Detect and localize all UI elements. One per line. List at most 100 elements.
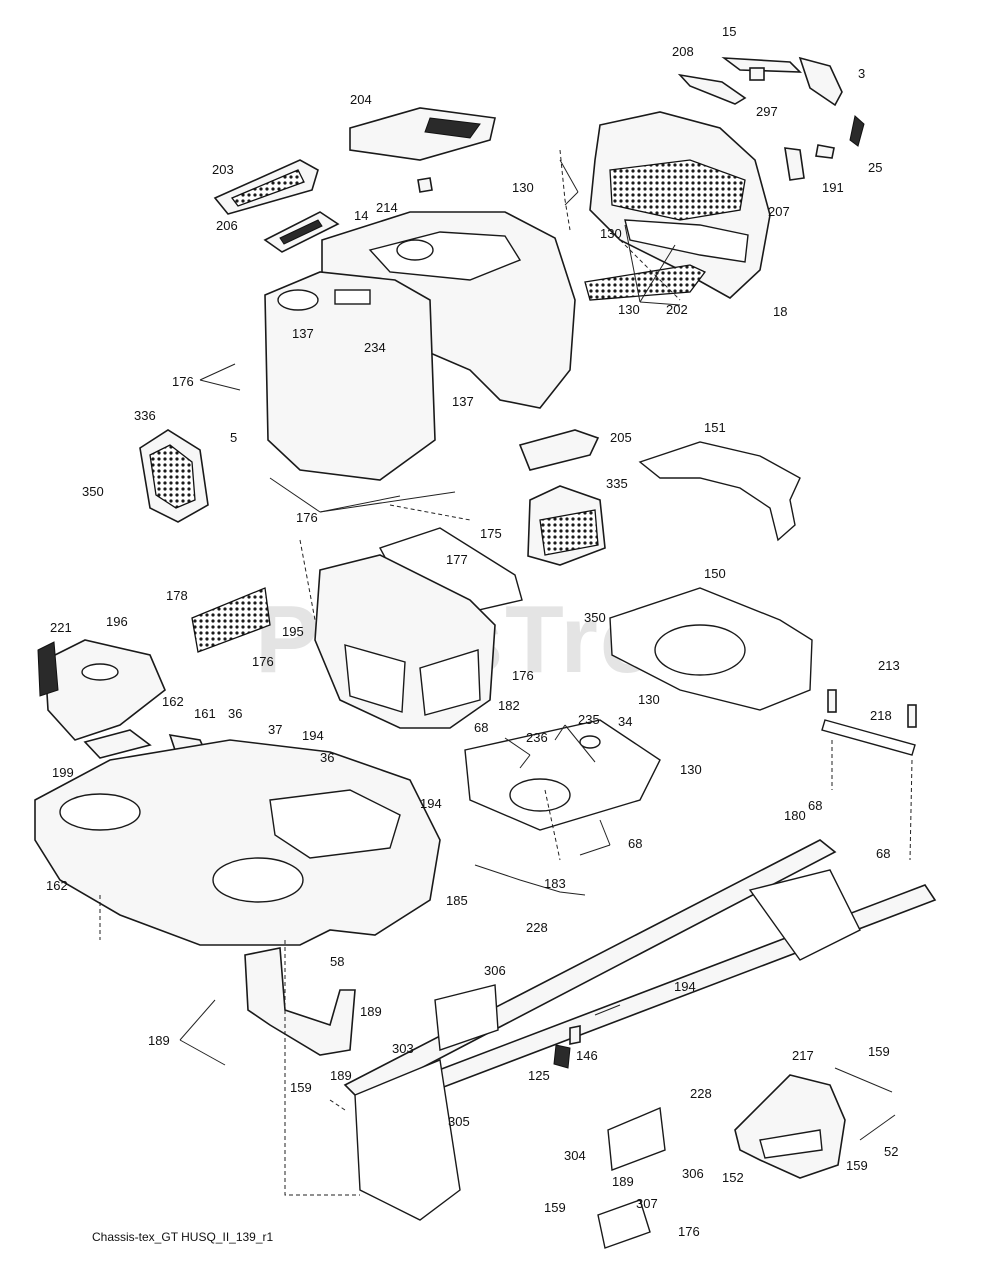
part-146 [569, 1025, 581, 1045]
callout-label: 194 [420, 796, 442, 811]
callout-label: 130 [600, 226, 622, 241]
callout-label: 52 [884, 1144, 898, 1159]
part-hood-gauge [396, 239, 434, 261]
callout-label: 5 [230, 430, 237, 445]
callout-label: 205 [610, 430, 632, 445]
part-297 [749, 67, 765, 81]
part-191 [815, 144, 835, 159]
callout-label: 189 [612, 1174, 634, 1189]
callout-label: 350 [82, 484, 104, 499]
part-152-bracket [734, 1074, 846, 1179]
part-182-window [344, 644, 406, 713]
part-205 [518, 429, 600, 471]
callout-label: 305 [448, 1114, 470, 1129]
part-dash-housing [264, 271, 436, 481]
callout-label: 159 [290, 1080, 312, 1095]
part-frame-crossmember [748, 869, 861, 961]
part-125 [553, 1044, 571, 1069]
callout-label: 303 [392, 1041, 414, 1056]
callout-label: 176 [172, 374, 194, 389]
footer-caption: Chassis-tex_GT HUSQ_II_139_r1 [92, 1230, 274, 1244]
callout-label: 151 [704, 420, 726, 435]
part-196 [44, 639, 166, 741]
callout-label: 177 [446, 552, 468, 567]
callout-label: 68 [876, 846, 890, 861]
callout-label: 214 [376, 200, 398, 215]
part-185-rod [474, 864, 586, 896]
assembly-line-4 [559, 149, 571, 231]
callout-label: 182 [498, 698, 520, 713]
part-178-grille [191, 587, 271, 653]
callout-label: 189 [330, 1068, 352, 1083]
part-fender-seat-pan [269, 789, 401, 859]
callout-label: 161 [194, 706, 216, 721]
callout-label: 213 [878, 658, 900, 673]
callout-label: 228 [526, 920, 548, 935]
callout-label: 228 [690, 1086, 712, 1101]
part-206-slots [279, 219, 323, 245]
callout-label: 196 [106, 614, 128, 629]
callout-label: 350 [584, 610, 606, 625]
callout-label: 218 [870, 708, 892, 723]
callout-label: 336 [134, 408, 156, 423]
part-199 [83, 729, 152, 759]
callout-label: 202 [666, 302, 688, 317]
callout-label: 180 [784, 808, 806, 823]
callout-label: 68 [474, 720, 488, 735]
callout-label: 206 [216, 218, 238, 233]
part-dash-panel [334, 289, 371, 305]
part-fender-right-cup [212, 857, 304, 903]
callout-label: 204 [350, 92, 372, 107]
part-25 [849, 115, 865, 147]
part-frame-front [354, 1059, 461, 1221]
callout-label: 130 [638, 692, 660, 707]
callout-label: 162 [162, 694, 184, 709]
part-150-hole [654, 624, 746, 676]
callout-label: 15 [722, 24, 736, 39]
part-202-grille [584, 264, 707, 301]
callout-label: 195 [282, 624, 304, 639]
part-213 [827, 689, 837, 713]
part-58-bracket [244, 947, 356, 1056]
assembly-line-2 [389, 504, 471, 521]
part-218-bracket [821, 719, 916, 756]
callout-label: 130 [512, 180, 534, 195]
callout-label: 137 [292, 326, 314, 341]
callout-label: 208 [672, 44, 694, 59]
part-217-rod [834, 1067, 893, 1093]
callout-label: 203 [212, 162, 234, 177]
callout-label: 152 [722, 1170, 744, 1185]
callout-label: 176 [296, 510, 318, 525]
callout-label: 306 [682, 1166, 704, 1181]
callout-label: 176 [678, 1224, 700, 1239]
part-hood-insert-stripes [424, 117, 481, 139]
callout-label: 175 [480, 526, 502, 541]
callout-label: 207 [768, 204, 790, 219]
callout-label: 68 [628, 836, 642, 851]
callout-label: 306 [484, 963, 506, 978]
part-3 [798, 56, 843, 107]
part-335-mesh [539, 509, 599, 556]
callout-label: 189 [148, 1033, 170, 1048]
part-151-bracket [638, 441, 801, 542]
callout-label: 25 [868, 160, 882, 175]
part-front-nose-grille [609, 159, 746, 221]
part-213-b [907, 704, 917, 728]
part-152-slot [759, 1129, 823, 1159]
callout-label: 150 [704, 566, 726, 581]
callout-label: 14 [354, 208, 368, 223]
part-307 [597, 1199, 651, 1249]
part-grille-insert-mesh [230, 169, 305, 207]
callout-label: 178 [166, 588, 188, 603]
callout-label: 185 [446, 893, 468, 908]
callout-label: 159 [868, 1044, 890, 1059]
callout-label: 183 [544, 876, 566, 891]
part-207 [784, 147, 805, 181]
assembly-line-3 [284, 940, 360, 1196]
assembly-line-8 [909, 759, 913, 861]
callout-label: 307 [636, 1196, 658, 1211]
part-303 [434, 984, 499, 1051]
part-15 [721, 57, 802, 73]
assembly-line-10 [329, 1099, 346, 1111]
callout-label: 236 [526, 730, 548, 745]
